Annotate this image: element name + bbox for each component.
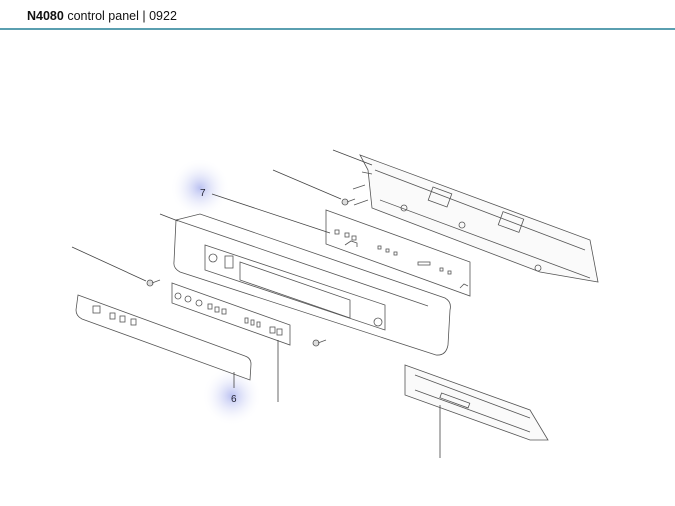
screw-icon <box>341 198 356 206</box>
screw-icon <box>312 339 327 347</box>
control-pcb <box>325 209 471 297</box>
page-title: N4080 control panel | 0922 <box>27 9 177 23</box>
title-text: control panel | 0922 <box>63 9 177 23</box>
screw-icon <box>146 279 161 287</box>
bottom-module <box>404 364 549 441</box>
rear-housing <box>352 154 599 283</box>
control-fascia <box>173 213 451 356</box>
callout-6: 6 <box>231 394 237 405</box>
header-divider <box>0 28 675 30</box>
keypad-overlay <box>75 294 252 381</box>
highlight-glow-6 <box>202 366 262 426</box>
leader-lines <box>71 149 441 458</box>
keypad-strip <box>171 282 291 346</box>
highlight-glow-7 <box>170 158 230 218</box>
model-number: N4080 <box>27 9 64 23</box>
callout-7: 7 <box>200 188 206 199</box>
